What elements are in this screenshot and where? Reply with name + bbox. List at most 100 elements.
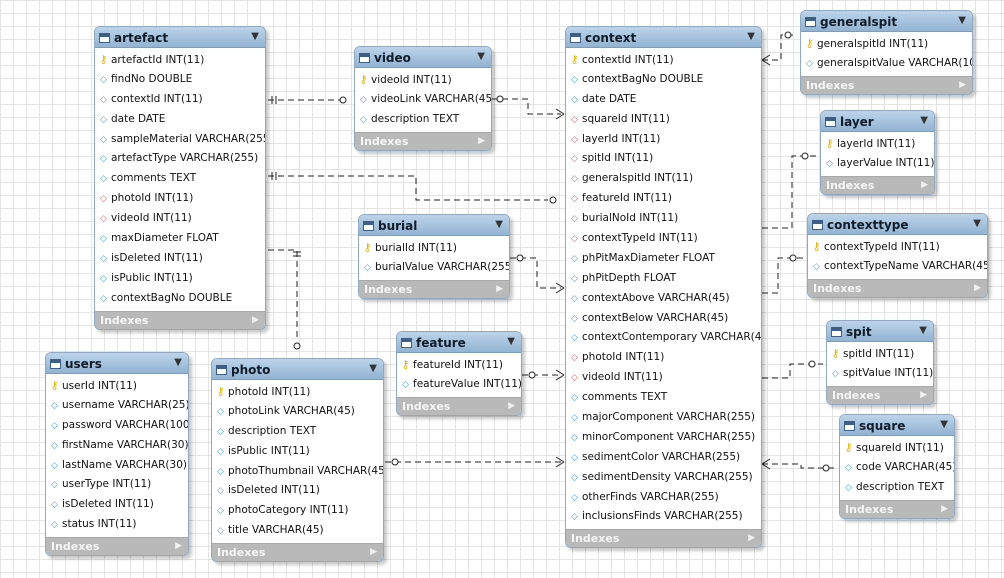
indexes-section[interactable]: Indexes▶ [808,278,987,297]
expand-arrow-icon[interactable]: ▶ [252,314,259,325]
table-header[interactable]: square▼ [840,415,954,436]
column-row[interactable]: ◇comments TEXT [566,388,761,408]
column-row[interactable]: ◇findNo DOUBLE [95,70,265,90]
indexes-section[interactable]: Indexes▶ [566,529,761,548]
column-row[interactable]: ◇contextTypeName VARCHAR(45) [808,257,987,277]
column-row[interactable]: ◇maxDiameter FLOAT [95,229,265,249]
column-row[interactable]: ◇sampleMaterial VARCHAR(255) [95,130,265,150]
table-header[interactable]: layer▼ [821,111,934,132]
expand-arrow-icon[interactable]: ▶ [478,135,485,146]
column-row[interactable]: ◇burialNoId INT(11) [566,209,761,229]
column-row[interactable]: ◇squareId INT(11) [566,110,761,130]
indexes-section[interactable]: Indexes▶ [212,543,383,562]
indexes-section[interactable]: Indexes▶ [397,396,521,415]
column-row[interactable]: ◇inclusionsFinds VARCHAR(255) [566,507,761,527]
table-header[interactable]: users▼ [46,353,188,374]
column-row[interactable]: ◇contextBagNo DOUBLE [566,70,761,90]
table-header[interactable]: feature▼ [397,332,521,353]
column-row[interactable]: ◇videoLink VARCHAR(45) [355,90,491,110]
collapse-arrow-icon[interactable]: ▼ [369,363,377,374]
collapse-arrow-icon[interactable]: ▼ [495,219,503,230]
table-layer[interactable]: layer▼⚷layerId INT(11)◇layerValue INT(11… [820,110,935,195]
column-row[interactable]: ◇description TEXT [840,478,954,498]
expand-arrow-icon[interactable]: ▶ [921,179,928,190]
column-row[interactable]: ◇spitId INT(11) [566,149,761,169]
table-generalspit[interactable]: generalspit▼⚷generalspitId INT(11)◇gener… [800,10,973,95]
collapse-arrow-icon[interactable]: ▼ [958,15,966,26]
column-row[interactable]: ⚷generalspitId INT(11) [801,34,972,54]
table-square[interactable]: square▼⚷squareId INT(11)◇code VARCHAR(45… [839,414,955,519]
expand-arrow-icon[interactable]: ▶ [508,400,515,411]
column-row[interactable]: ◇generalspitValue VARCHAR(10) [801,54,972,74]
column-row[interactable]: ◇videoId INT(11) [566,368,761,388]
column-row[interactable]: ◇sedimentColor VARCHAR(255) [566,448,761,468]
column-row[interactable]: ⚷burialId INT(11) [359,238,509,258]
column-row[interactable]: ◇status INT(11) [46,515,188,535]
table-header[interactable]: context▼ [566,27,761,48]
column-row[interactable]: ⚷userId INT(11) [46,376,188,396]
table-header[interactable]: spit▼ [827,321,933,342]
table-burial[interactable]: burial▼⚷burialId INT(11)◇burialValue VAR… [358,214,510,299]
column-row[interactable]: ◇contextAbove VARCHAR(45) [566,289,761,309]
column-row[interactable]: ◇photoId INT(11) [566,348,761,368]
column-row[interactable]: ◇code VARCHAR(45) [840,458,954,478]
column-row[interactable]: ◇spitValue INT(11) [827,364,933,384]
table-feature[interactable]: feature▼⚷featureId INT(11)◇featureValue … [396,331,522,416]
collapse-arrow-icon[interactable]: ▼ [477,51,485,62]
column-row[interactable]: ◇contextId INT(11) [95,90,265,110]
column-row[interactable]: ◇isDeleted INT(11) [95,249,265,269]
expand-arrow-icon[interactable]: ▶ [959,79,966,90]
column-row[interactable]: ◇videoId INT(11) [95,209,265,229]
expand-arrow-icon[interactable]: ▶ [370,547,377,558]
column-row[interactable]: ◇majorComponent VARCHAR(255) [566,408,761,428]
column-row[interactable]: ◇comments TEXT [95,169,265,189]
column-row[interactable]: ◇description TEXT [212,422,383,442]
column-row[interactable]: ◇password VARCHAR(100) [46,416,188,436]
collapse-arrow-icon[interactable]: ▼ [973,218,981,229]
expand-arrow-icon[interactable]: ▶ [974,282,981,293]
collapse-arrow-icon[interactable]: ▼ [747,31,755,42]
column-row[interactable]: ◇userType INT(11) [46,475,188,495]
table-header[interactable]: contexttype▼ [808,214,987,235]
column-row[interactable]: ◇photoLink VARCHAR(45) [212,402,383,422]
indexes-section[interactable]: Indexes▶ [801,75,972,94]
collapse-arrow-icon[interactable]: ▼ [919,325,927,336]
column-row[interactable]: ◇featureValue INT(11) [397,375,521,395]
column-row[interactable]: ◇minorComponent VARCHAR(255) [566,428,761,448]
column-row[interactable]: ◇photoId INT(11) [95,189,265,209]
column-row[interactable]: ◇isDeleted INT(11) [46,495,188,515]
expand-arrow-icon[interactable]: ▶ [496,283,503,294]
column-row[interactable]: ◇artefactType VARCHAR(255) [95,149,265,169]
collapse-arrow-icon[interactable]: ▼ [920,115,928,126]
table-header[interactable]: photo▼ [212,359,383,380]
collapse-arrow-icon[interactable]: ▼ [507,336,515,347]
column-row[interactable]: ◇isDeleted INT(11) [212,481,383,501]
expand-arrow-icon[interactable]: ▶ [920,389,927,400]
table-header[interactable]: artefact▼ [95,27,265,48]
table-artefact[interactable]: artefact▼⚷artefactId INT(11)◇findNo DOUB… [94,26,266,330]
table-context[interactable]: context▼⚷contextId INT(11)◇contextBagNo … [565,26,762,549]
table-header[interactable]: video▼ [355,47,491,68]
table-header[interactable]: generalspit▼ [801,11,972,32]
table-header[interactable]: burial▼ [359,215,509,236]
column-row[interactable]: ⚷photoId INT(11) [212,382,383,402]
column-row[interactable]: ⚷squareId INT(11) [840,438,954,458]
column-row[interactable]: ◇contextContemporary VARCHAR(45) [566,328,761,348]
column-row[interactable]: ◇username VARCHAR(25) [46,396,188,416]
column-row[interactable]: ◇photoThumbnail VARCHAR(45) [212,462,383,482]
collapse-arrow-icon[interactable]: ▼ [251,31,259,42]
column-row[interactable]: ◇burialValue VARCHAR(255) [359,258,509,278]
indexes-section[interactable]: Indexes▶ [840,499,954,518]
indexes-section[interactable]: Indexes▶ [359,279,509,298]
column-row[interactable]: ⚷spitId INT(11) [827,344,933,364]
column-row[interactable]: ◇generalspitId INT(11) [566,169,761,189]
column-row[interactable]: ◇lastName VARCHAR(30) [46,456,188,476]
collapse-arrow-icon[interactable]: ▼ [940,419,948,430]
column-row[interactable]: ⚷contextTypeId INT(11) [808,237,987,257]
column-row[interactable]: ◇contextTypeId INT(11) [566,229,761,249]
indexes-section[interactable]: Indexes▶ [355,131,491,150]
column-row[interactable]: ◇firstName VARCHAR(30) [46,436,188,456]
table-spit[interactable]: spit▼⚷spitId INT(11)◇spitValue INT(11)In… [826,320,934,405]
column-row[interactable]: ◇photoCategory INT(11) [212,501,383,521]
column-row[interactable]: ⚷contextId INT(11) [566,50,761,70]
